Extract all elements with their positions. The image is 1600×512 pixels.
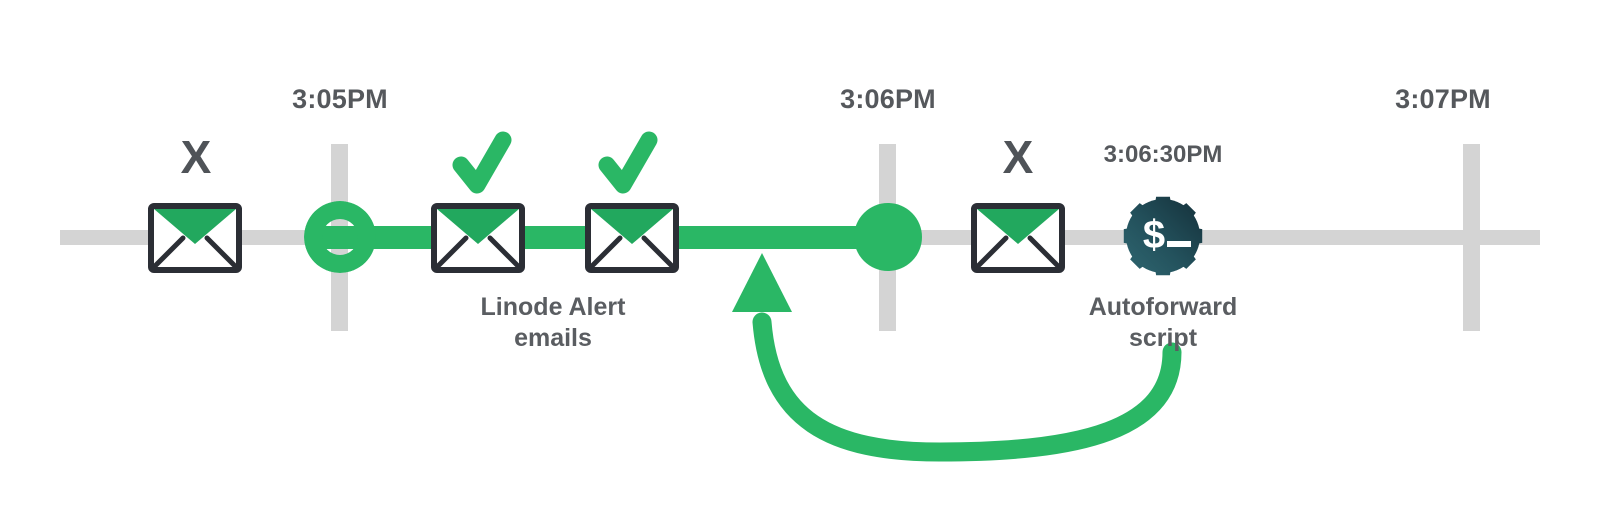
linode-alert-emails-line2: emails	[514, 323, 592, 352]
autoforward-script-line1: Autoforward	[1088, 293, 1238, 321]
status-x-icon-1: X	[180, 131, 212, 183]
svg-text:$: $	[1143, 213, 1165, 257]
tick-marker-306	[854, 203, 922, 271]
script-timestamp-label: 3:06:30PM	[1103, 141, 1223, 168]
linode-alert-emails-label: Linode Alert emails	[481, 292, 626, 353]
envelope-icon-4	[971, 203, 1065, 273]
gear-terminal-icon: $	[1123, 196, 1203, 276]
autoforward-feedback-arrow	[732, 253, 1182, 462]
linode-alert-emails-line1: Linode Alert	[480, 293, 626, 321]
status-x-icon-2: X	[1002, 131, 1034, 183]
tick-label-305: 3:05PM	[292, 84, 388, 114]
envelope-icon-2	[431, 203, 525, 273]
autoforward-script-line2: script	[1128, 323, 1198, 352]
envelope-icon-3	[585, 203, 679, 273]
tick-marker-305	[304, 201, 376, 273]
autoforward-script-label: Autoforward script	[1089, 292, 1238, 353]
check-icon-2	[598, 131, 658, 194]
tick-label-306: 3:06PM	[840, 84, 936, 114]
check-icon-1	[452, 131, 512, 194]
envelope-icon-1	[148, 203, 242, 273]
tick-label-307: 3:07PM	[1395, 84, 1491, 114]
